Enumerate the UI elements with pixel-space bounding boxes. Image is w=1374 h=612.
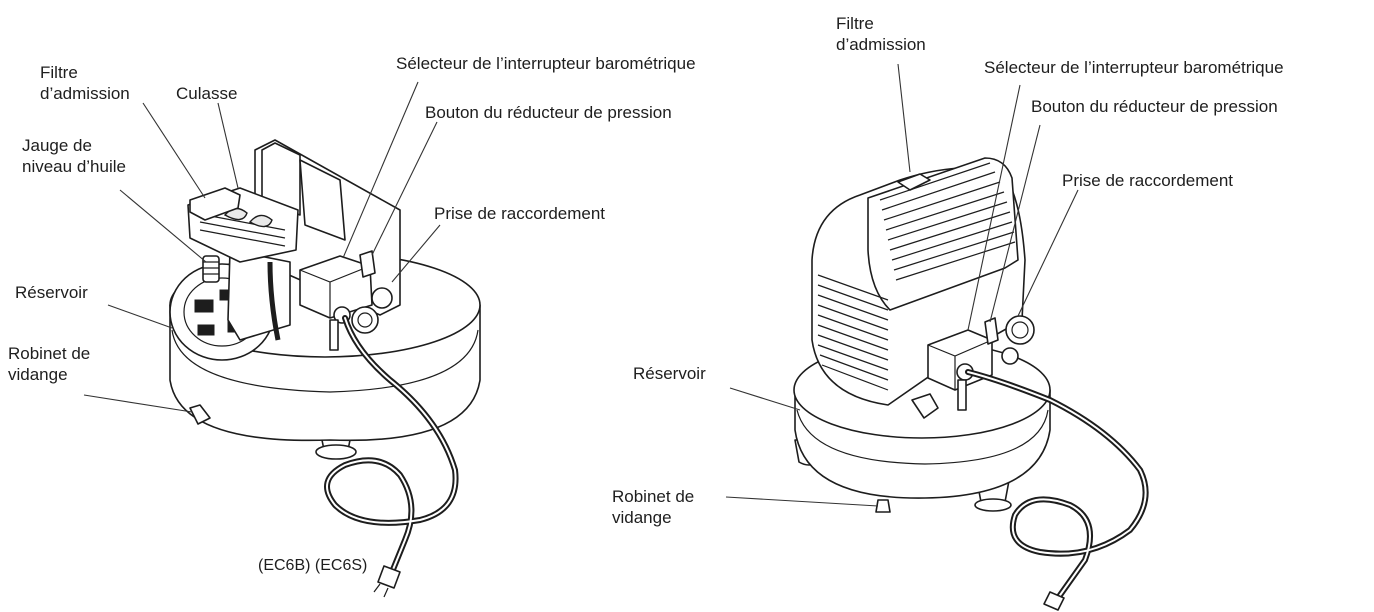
left-handle-post (261, 142, 301, 216)
left-figure-caption: (EC6B) (EC6S) (258, 557, 368, 574)
leader-right-tank (729, 387, 801, 411)
label-right-pressure-switch: Sélecteur de l’interrupteur barométrique (984, 58, 1284, 77)
left-pressure-switch (299, 255, 373, 319)
right-intake-filter (897, 173, 931, 191)
label-right-coupler: Prise de raccordement (1062, 171, 1234, 190)
left-tank-band (171, 329, 479, 393)
leader-left-tank (107, 304, 173, 329)
right-leader-lines (725, 63, 1079, 507)
leader-right-switch (967, 84, 1021, 331)
leader-left-knob (371, 121, 438, 256)
left-intake-filter (189, 187, 241, 221)
leader-left-coupler (391, 224, 441, 283)
leader-left-culasse (217, 102, 239, 189)
right-shroud-top-fins (879, 162, 1016, 281)
leader-left-intake (142, 102, 206, 199)
left-hose (267, 261, 281, 341)
right-reducer-knob (984, 317, 999, 345)
right-shroud-side-vents (817, 274, 889, 391)
left-drain-valve (189, 404, 211, 425)
right-plug (1043, 591, 1065, 611)
left-power-cord-highlight (326, 317, 457, 573)
left-coupler (371, 287, 393, 309)
left-oil-gauge (202, 255, 220, 283)
right-gauge-face (1011, 321, 1029, 339)
left-plug-prongs (373, 583, 389, 598)
label-left-pressure-switch: Sélecteur de l’interrupteur barométrique (396, 54, 696, 73)
label-left-cylinder-head: Culasse (176, 84, 238, 103)
label-right-drain-valve: Robinet de vidange (612, 487, 695, 527)
left-gauge (351, 306, 379, 334)
left-compressor-drawing (169, 139, 481, 598)
leader-right-intake (897, 63, 911, 173)
label-left-reducer-knob: Bouton du réducteur de pression (425, 103, 672, 122)
right-valve-stem (957, 379, 967, 411)
left-handle-panel (299, 159, 346, 241)
leader-right-coupler (1017, 189, 1079, 317)
leader-left-oil (119, 189, 207, 263)
label-right-tank: Réservoir (633, 364, 706, 383)
right-gauge (1005, 315, 1035, 345)
label-right-intake-filter: Filtre d’admission (836, 14, 926, 54)
left-foot-front-base (315, 444, 357, 460)
left-cylinder (227, 249, 291, 341)
left-plug (377, 565, 401, 589)
right-safety-valve (911, 393, 939, 419)
left-switch-edges (299, 265, 371, 318)
label-left-tank: Réservoir (15, 283, 88, 302)
right-compressor-drawing (793, 157, 1149, 611)
right-tank-band (796, 409, 1049, 465)
leader-right-drain (725, 496, 879, 507)
right-foot-front-base (974, 498, 1012, 512)
label-right-reducer-knob: Bouton du réducteur de pression (1031, 97, 1278, 116)
left-leader-lines (83, 81, 441, 413)
label-left-oil-gauge: Jauge de niveau d’huile (22, 136, 126, 176)
left-reducer-knob (359, 250, 376, 278)
left-gauge-face (357, 312, 373, 328)
label-left-intake-filter: Filtre d’admission (40, 63, 130, 103)
right-drain-valve (875, 499, 891, 513)
right-coupler (1001, 347, 1019, 365)
left-valve-stem (329, 319, 339, 351)
leader-right-knob (989, 124, 1041, 323)
right-switch-edges (927, 339, 993, 390)
label-left-coupler: Prise de raccordement (434, 204, 606, 223)
label-left-drain-valve: Robinet de vidange (8, 344, 91, 384)
leader-left-switch (342, 81, 419, 259)
leader-left-drain (83, 394, 193, 413)
right-power-cord-highlight (967, 371, 1147, 599)
